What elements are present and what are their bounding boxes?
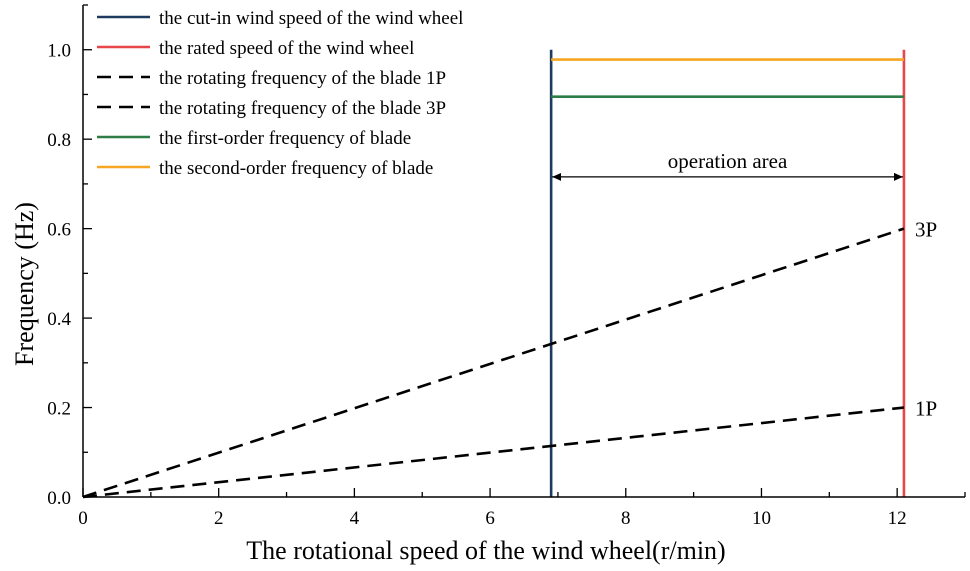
plot-area: operation area 3P 1P	[82, 49, 937, 499]
x-tick-label: 0	[78, 508, 88, 529]
x-tick-label: 4	[350, 508, 360, 529]
legend-label-4: the rotating frequency of the blade 3P	[159, 98, 446, 119]
y-tick-label: 0.6	[47, 220, 71, 241]
x-tick-label: 12	[888, 508, 907, 529]
y-tick-label: 0.2	[47, 399, 71, 420]
y-tick-label: 0.0	[47, 488, 71, 509]
x-tick-label: 6	[485, 508, 495, 529]
y-axis-title: Frequency (Hz)	[10, 202, 39, 366]
y-tick-label: 1.0	[47, 41, 71, 62]
annotation-3p-label: 3P	[915, 218, 937, 242]
legend: the cut-in wind speed of the wind wheel t…	[97, 8, 463, 179]
x-axis-title: The rotational speed of the wind wheel(r…	[246, 536, 725, 565]
legend-label-3: the rotating frequency of the blade 1P	[159, 68, 446, 89]
x-tick-label: 8	[621, 508, 631, 529]
legend-label-5: the first-order frequency of blade	[159, 128, 411, 149]
series-line-3	[82, 406, 905, 499]
legend-label-1: the cut-in wind speed of the wind wheel	[159, 8, 463, 29]
x-tick-label: 2	[214, 508, 224, 529]
legend-label-2: the rated speed of the wind wheel	[159, 38, 414, 59]
x-tick-label: 10	[752, 508, 771, 529]
annotation-1p-label: 1P	[915, 397, 937, 421]
y-tick-label: 0.8	[47, 130, 71, 151]
axes: 0 2 4 6 8 10 12 0.0 0.2 0.4 0.6 0.8 1.0	[47, 4, 966, 529]
y-tick-label: 0.4	[47, 309, 71, 330]
operation-area-label: operation area	[668, 149, 788, 173]
series-line-4	[82, 227, 905, 499]
legend-label-6: the second-order frequency of blade	[159, 158, 433, 179]
